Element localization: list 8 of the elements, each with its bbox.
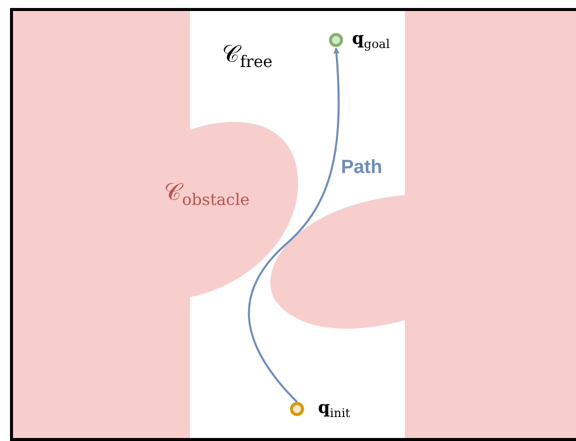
configuration-point — [290, 402, 304, 416]
region-label: 𝒞$_{free}$ — [222, 42, 273, 70]
point-label: q$_{init}$ — [318, 400, 350, 419]
path-arrow — [248, 47, 340, 403]
region-label: 𝒞$_{obstacle}$ — [164, 180, 250, 208]
edge-label: Path — [341, 158, 382, 177]
point-label: q$_{goal}$ — [352, 31, 390, 50]
configuration-point — [329, 33, 343, 47]
